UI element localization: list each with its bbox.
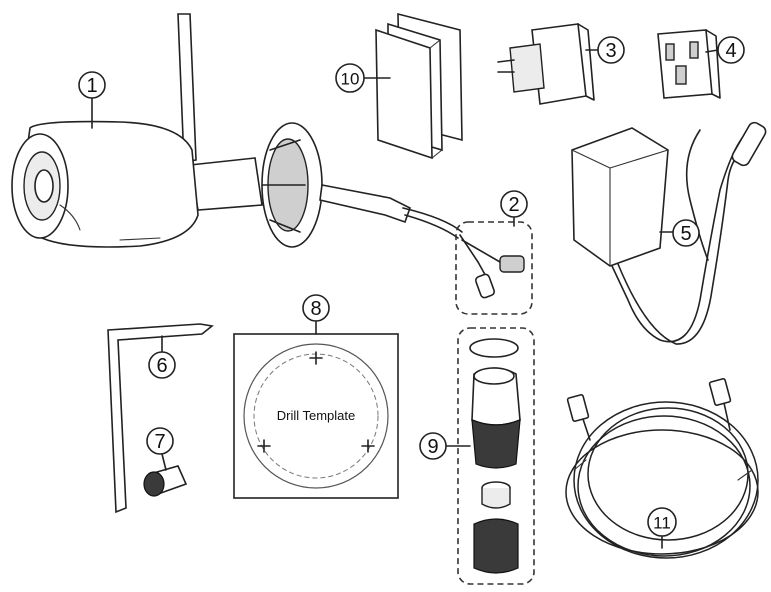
uk-plug-illustration	[657, 29, 721, 99]
cable-ties	[573, 459, 753, 481]
callout-9: 9	[419, 432, 447, 460]
template-hole-top	[309, 351, 323, 365]
manual-page	[375, 28, 433, 160]
callout-1-number: 1	[86, 75, 97, 97]
manual-illustration	[375, 12, 463, 160]
callout-2: 2	[500, 190, 528, 218]
template-outer-circle	[243, 343, 389, 489]
drill-template-label: Drill Template	[277, 408, 356, 423]
adapter-cable	[611, 129, 751, 343]
callout-5-number: 5	[680, 223, 691, 245]
camera-cable	[404, 214, 459, 239]
callout-8: 8	[302, 294, 330, 322]
callout-6-number: 6	[156, 355, 167, 377]
allen-key	[107, 323, 214, 514]
rj45-plug-right	[708, 377, 732, 407]
network-cable-illustration	[565, 377, 759, 559]
callout-4-number: 4	[725, 40, 736, 62]
anchor-illustration	[143, 465, 188, 497]
template-hole-right	[361, 439, 375, 453]
camera-illustration	[11, 13, 463, 248]
callout-9-number: 9	[427, 436, 438, 458]
leader-lines	[91, 49, 719, 549]
o-ring	[469, 338, 519, 358]
callout-4: 4	[717, 36, 745, 64]
callout-7: 7	[146, 427, 174, 455]
callout-3-number: 3	[605, 40, 616, 62]
eu-plug-illustration	[497, 23, 595, 105]
callout-6: 6	[148, 351, 176, 379]
adapter-plug	[731, 121, 767, 167]
uk-plug-body	[657, 29, 713, 99]
allen-key-illustration	[107, 323, 214, 514]
callout-7-number: 7	[154, 431, 165, 453]
callout-11: 11	[647, 507, 677, 537]
adapter-body	[571, 127, 669, 267]
dc-connector	[474, 273, 496, 299]
waterproof-kit-illustration	[457, 327, 535, 585]
rj45-plug-left	[566, 393, 590, 423]
mount-arm	[189, 157, 263, 211]
callout-3: 3	[597, 36, 625, 64]
callout-1: 1	[78, 71, 106, 99]
callout-11-number: 11	[653, 514, 671, 533]
antenna	[177, 13, 197, 163]
callout-2-number: 2	[508, 194, 519, 216]
drill-template-illustration: Drill Template	[233, 333, 399, 499]
gland-body	[471, 419, 521, 469]
power-adapter-illustration	[571, 121, 767, 345]
connector-group	[455, 221, 533, 315]
rj45-connector	[499, 255, 525, 273]
anchor-head	[143, 471, 165, 497]
template-hole-left	[257, 439, 271, 453]
waterproof-dashed-box	[457, 327, 535, 585]
callout-10: 10	[335, 63, 365, 93]
cable-boot	[319, 184, 411, 224]
eu-plug-pins	[497, 59, 515, 73]
gland-cap	[473, 518, 519, 574]
callout-5: 5	[672, 219, 700, 247]
connector-dashed-box	[455, 221, 533, 315]
callout-10-number: 10	[341, 70, 360, 89]
camera-lens	[34, 169, 54, 203]
callout-8-number: 8	[310, 298, 321, 320]
cable-loop-1	[573, 401, 759, 559]
